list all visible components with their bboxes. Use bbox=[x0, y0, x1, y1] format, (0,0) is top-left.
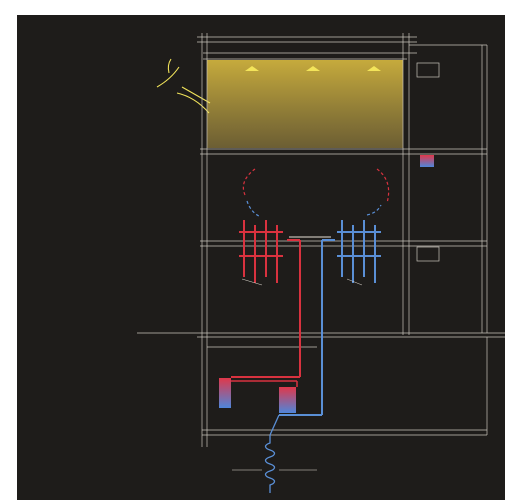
section-drawing bbox=[137, 33, 505, 493]
buffer-tank bbox=[279, 387, 296, 413]
drawing-frame bbox=[17, 15, 505, 500]
ceiling-lights bbox=[245, 66, 381, 71]
light-icon bbox=[306, 66, 320, 71]
heat-pump-unit bbox=[219, 378, 231, 408]
building-section-lines bbox=[137, 33, 505, 447]
sun-rays-icon bbox=[156, 58, 211, 114]
annotation-leaders bbox=[232, 278, 363, 471]
wall-heater bbox=[420, 155, 434, 167]
ground-loop-coil bbox=[264, 435, 276, 493]
light-icon bbox=[245, 66, 259, 71]
air-circulation bbox=[242, 168, 390, 204]
hot-water-manifold bbox=[231, 220, 301, 378]
cold-water-manifold bbox=[279, 220, 381, 416]
light-icon bbox=[367, 66, 381, 71]
heated-upper-room bbox=[207, 60, 403, 148]
